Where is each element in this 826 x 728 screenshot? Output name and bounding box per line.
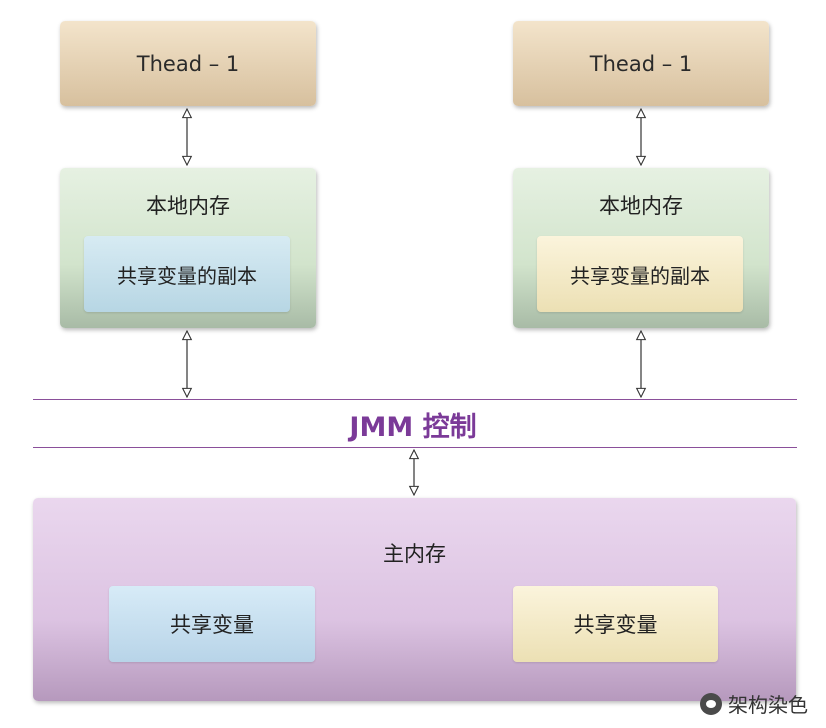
thread-label: Thead – 1: [136, 51, 240, 76]
shared-variable-box: 共享变量: [513, 586, 718, 662]
local-memory-title: 本地内存: [146, 194, 230, 218]
wechat-icon: [700, 692, 722, 715]
jmm-control-label: JMM 控制: [349, 411, 477, 443]
watermark-text: 架构染色: [728, 693, 808, 717]
thread-label: Thead – 1: [589, 51, 693, 76]
thread-box-right: Thead – 1: [513, 21, 769, 106]
watermark: 架构染色: [700, 689, 808, 718]
jmm-top-line: [33, 399, 797, 400]
shared-variable-box: 共享变量: [109, 586, 315, 662]
local-memory-title: 本地内存: [599, 194, 683, 218]
jmm-bottom-line: [33, 447, 797, 448]
main-memory-title: 主内存: [383, 542, 446, 566]
local-memory-box-right: 本地内存 共享变量的副本: [513, 168, 769, 328]
main-memory-box: 主内存 共享变量 共享变量: [33, 498, 796, 701]
shared-variable-label: 共享变量: [573, 613, 658, 637]
local-memory-box-left: 本地内存 共享变量的副本: [60, 168, 316, 328]
thread-box-left: Thead – 1: [60, 21, 316, 106]
shared-variable-copy: 共享变量的副本: [537, 236, 743, 312]
shared-variable-copy: 共享变量的副本: [84, 236, 290, 312]
shared-variable-label: 共享变量: [170, 613, 254, 637]
shared-variable-copy-label: 共享变量的副本: [117, 263, 257, 288]
shared-variable-copy-label: 共享变量的副本: [570, 263, 710, 288]
